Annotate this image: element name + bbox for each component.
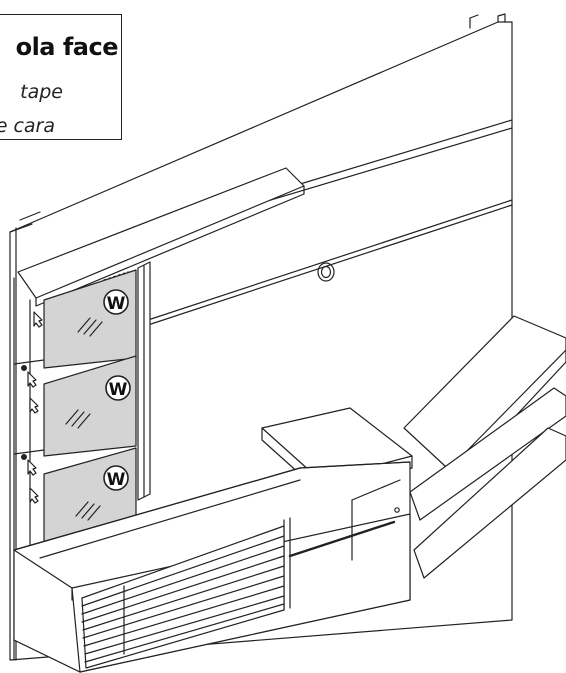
wall-mount-letter: W bbox=[107, 294, 126, 314]
label-title: ola face bbox=[15, 33, 119, 61]
label-line-1: tape bbox=[20, 81, 63, 103]
wall-mount-letter: W bbox=[109, 380, 128, 400]
cabinet-side bbox=[13, 587, 73, 661]
label-line-2: e cara bbox=[0, 115, 55, 137]
slatted-door bbox=[81, 525, 285, 669]
wall-mount-marker-icon: W bbox=[105, 375, 131, 401]
vertical-divider bbox=[137, 261, 151, 501]
top-shelf bbox=[17, 167, 305, 307]
wall-mount-marker-icon: W bbox=[103, 465, 129, 491]
glass-cabinet-frame bbox=[13, 277, 45, 551]
cable-hole-icon bbox=[317, 262, 335, 282]
wall-mount-marker-icon: W bbox=[103, 289, 129, 315]
right-shelves bbox=[403, 315, 566, 579]
wall-mount-letter: W bbox=[107, 470, 126, 490]
label-box: ola face tape e cara bbox=[0, 14, 122, 140]
